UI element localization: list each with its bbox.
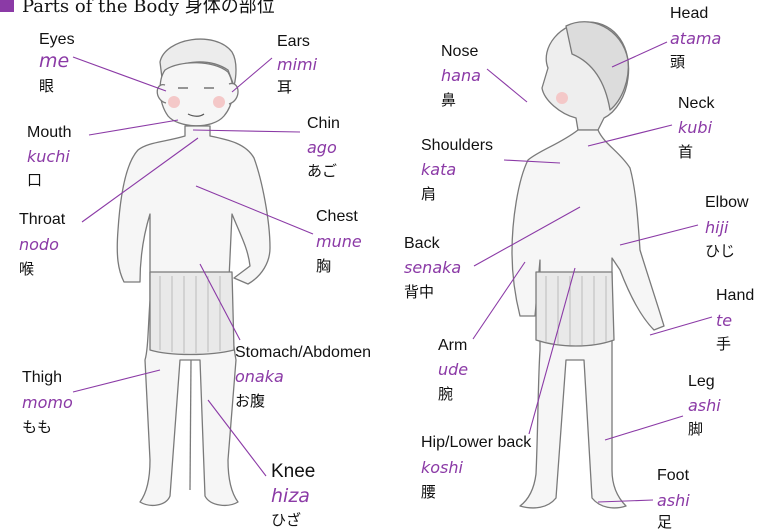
label-leg-en: Leg bbox=[688, 374, 715, 390]
label-nose-jp: 鼻 bbox=[441, 93, 456, 108]
label-foot-jp: 足 bbox=[657, 515, 672, 530]
label-knee-romaji: hiza bbox=[271, 487, 310, 506]
label-hip-jp: 腰 bbox=[421, 485, 436, 500]
label-ears-jp: 耳 bbox=[277, 80, 292, 95]
label-knee-en: Knee bbox=[271, 462, 315, 481]
label-eyes-en: Eyes bbox=[39, 32, 75, 48]
label-mouth-en: Mouth bbox=[27, 125, 71, 141]
label-chin-romaji: ago bbox=[307, 140, 337, 156]
leader-ears bbox=[232, 58, 272, 92]
front-figure bbox=[117, 39, 270, 505]
label-elbow-en: Elbow bbox=[705, 195, 749, 211]
label-hip-romaji: koshi bbox=[421, 460, 463, 476]
leader-nose bbox=[487, 69, 527, 102]
label-hand-en: Hand bbox=[716, 288, 754, 304]
label-elbow-romaji: hiji bbox=[705, 220, 728, 236]
label-stomach-romaji: onaka bbox=[235, 369, 284, 385]
label-arm-en: Arm bbox=[438, 338, 467, 354]
label-head-romaji: atama bbox=[670, 31, 721, 47]
label-foot-en: Foot bbox=[657, 468, 689, 484]
label-eyes-romaji: me bbox=[39, 52, 69, 71]
label-head-en: Head bbox=[670, 6, 708, 22]
label-knee-jp: ひざ bbox=[271, 513, 301, 528]
label-ears-romaji: mimi bbox=[277, 57, 317, 73]
leader-mouth bbox=[89, 120, 178, 135]
label-leg-romaji: ashi bbox=[688, 398, 721, 414]
label-chest-jp: 胸 bbox=[316, 259, 331, 274]
label-stomach-jp: お腹 bbox=[235, 394, 265, 409]
front-ear-left bbox=[157, 85, 166, 103]
label-chin-jp: あご bbox=[307, 164, 337, 179]
label-leg-jp: 脚 bbox=[688, 422, 703, 437]
label-thigh-jp: もも bbox=[22, 420, 52, 435]
label-back-romaji: senaka bbox=[404, 260, 461, 276]
label-thigh-romaji: momo bbox=[22, 395, 73, 411]
label-hand-jp: 手 bbox=[716, 337, 731, 352]
label-neck-romaji: kubi bbox=[678, 120, 712, 136]
label-throat-jp: 喉 bbox=[19, 262, 34, 277]
label-hand-romaji: te bbox=[716, 313, 732, 329]
label-throat-en: Throat bbox=[19, 212, 65, 228]
label-neck-jp: 首 bbox=[678, 145, 693, 160]
back-figure bbox=[512, 22, 664, 508]
label-throat-romaji: nodo bbox=[19, 237, 59, 253]
label-arm-romaji: ude bbox=[438, 362, 468, 378]
front-shorts bbox=[150, 272, 234, 355]
label-back-jp: 背中 bbox=[404, 285, 434, 300]
label-chest-en: Chest bbox=[316, 209, 358, 225]
label-neck-en: Neck bbox=[678, 96, 714, 112]
label-arm-jp: 腕 bbox=[438, 387, 453, 402]
label-head-jp: 頭 bbox=[670, 55, 685, 70]
label-back-en: Back bbox=[404, 236, 440, 252]
label-shoulders-romaji: kata bbox=[421, 162, 456, 178]
label-eyes-jp: 眼 bbox=[39, 79, 54, 94]
label-shoulders-en: Shoulders bbox=[421, 138, 493, 154]
label-chin-en: Chin bbox=[307, 116, 340, 132]
label-hip-en: Hip/Lower back bbox=[421, 435, 531, 451]
label-ears-en: Ears bbox=[277, 34, 310, 50]
label-nose-en: Nose bbox=[441, 44, 478, 60]
label-nose-romaji: hana bbox=[441, 68, 481, 84]
label-thigh-en: Thigh bbox=[22, 370, 62, 386]
front-ear-right bbox=[229, 83, 238, 104]
label-stomach-en: Stomach/Abdomen bbox=[235, 345, 371, 361]
label-mouth-jp: 口 bbox=[27, 173, 42, 188]
back-shorts bbox=[536, 272, 614, 346]
label-chest-romaji: mune bbox=[316, 234, 362, 250]
leader-eyes bbox=[73, 57, 166, 91]
leader-leg bbox=[605, 416, 683, 440]
label-foot-romaji: ashi bbox=[657, 493, 690, 509]
label-mouth-romaji: kuchi bbox=[27, 149, 70, 165]
label-shoulders-jp: 肩 bbox=[421, 187, 436, 202]
label-elbow-jp: ひじ bbox=[705, 244, 735, 259]
